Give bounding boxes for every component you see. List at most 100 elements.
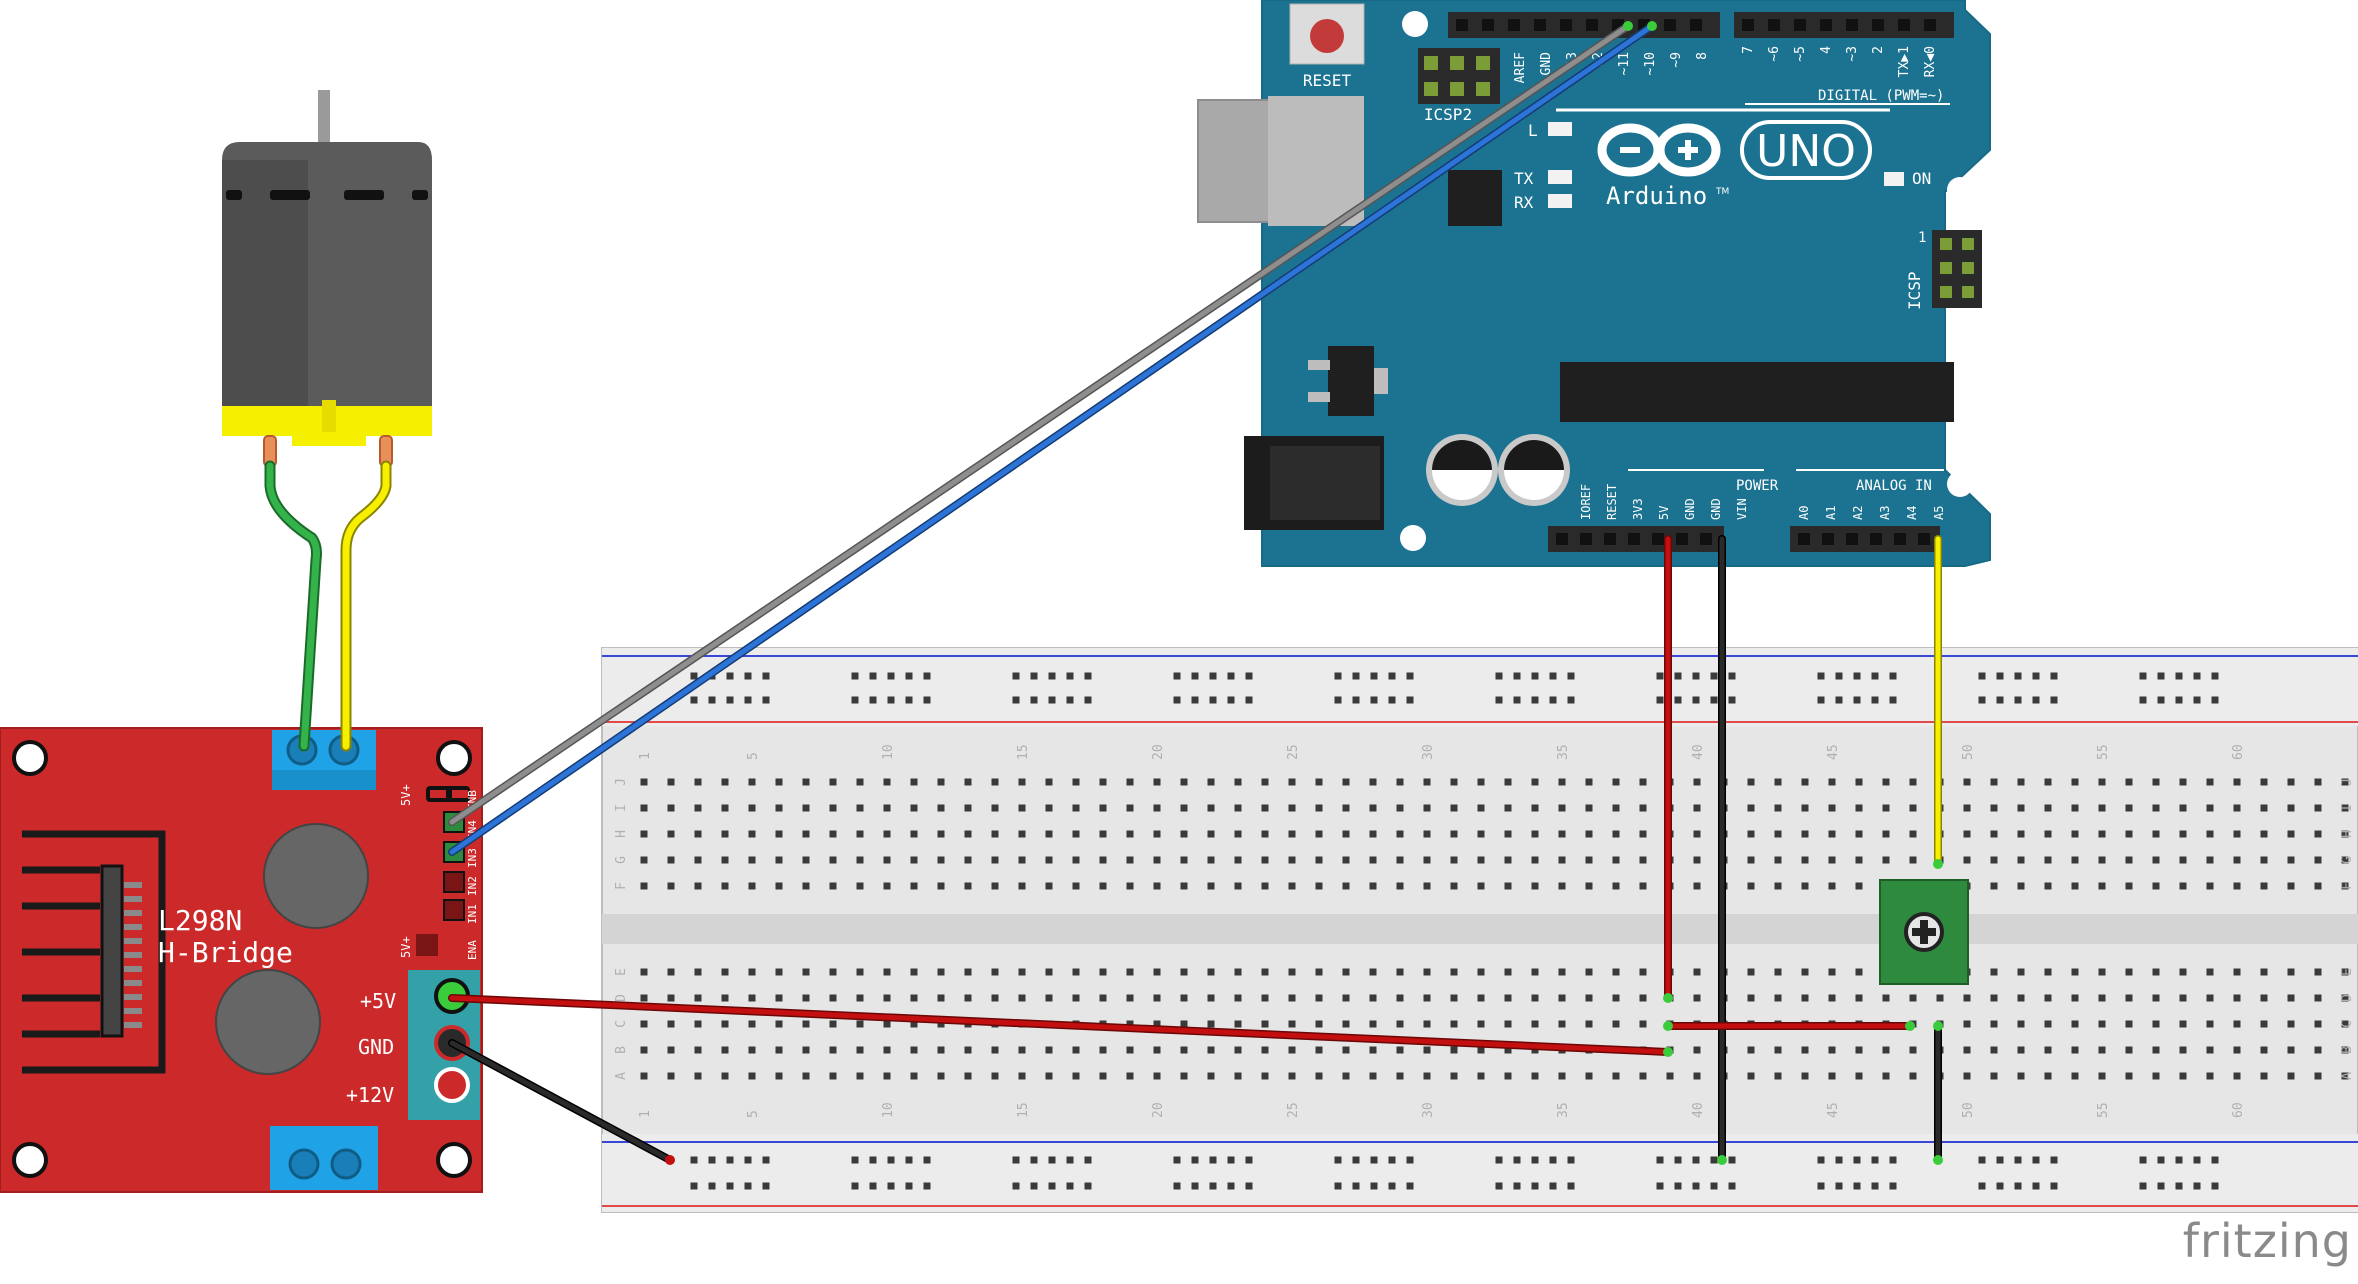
breadboard-hole — [964, 856, 972, 864]
breadboard-hole — [2287, 778, 2295, 786]
header-pin[interactable] — [1870, 533, 1882, 545]
analog-pin-label: A4 — [1905, 506, 1919, 520]
header-pin[interactable] — [1794, 19, 1806, 31]
breadboard-hole — [964, 1046, 972, 1054]
header-pin[interactable] — [1604, 533, 1616, 545]
breadboard-hole — [1990, 778, 1998, 786]
breadboard-hole — [1558, 1072, 1566, 1080]
breadboard-hole — [1531, 882, 1539, 890]
breadboard-hole — [2152, 994, 2160, 1002]
wire-gray-pin11-in3[interactable] — [449, 23, 1631, 825]
terminal-12v[interactable] — [434, 1067, 470, 1103]
breadboard-hole — [2125, 804, 2133, 812]
header-pin[interactable] — [1768, 19, 1780, 31]
breadboard-hole — [964, 804, 972, 812]
column-number: 5 — [746, 752, 761, 760]
breadboard-hole — [1342, 994, 1350, 1002]
analog-label: ANALOG IN — [1856, 478, 1932, 494]
breadboard-hole — [2157, 1156, 2165, 1164]
breadboard-hole — [856, 856, 864, 864]
motor-wire-green[interactable] — [266, 462, 320, 750]
wire-black-hbridge-gnd[interactable] — [449, 1040, 673, 1163]
header-pin[interactable] — [1872, 19, 1884, 31]
chip-pin — [124, 910, 142, 916]
header-pin[interactable] — [1534, 19, 1546, 31]
breadboard-hole — [1674, 1156, 1682, 1164]
breadboard-hole — [1369, 1046, 1377, 1054]
l298n-chip — [100, 864, 124, 1038]
header-pin[interactable] — [1628, 533, 1640, 545]
header-pin[interactable] — [1700, 533, 1712, 545]
breadboard-hole — [2050, 696, 2058, 704]
header-pin[interactable] — [1508, 19, 1520, 31]
breadboard-hole — [1801, 1072, 1809, 1080]
wire-blue-pin10-in4[interactable] — [449, 23, 1655, 855]
header-pin[interactable] — [1846, 533, 1858, 545]
breadboard-hole — [1045, 778, 1053, 786]
potentiometer[interactable] — [1879, 879, 1969, 985]
header-pin[interactable] — [1482, 19, 1494, 31]
breadboard-hole — [1855, 882, 1863, 890]
breadboard-hole — [667, 1020, 675, 1028]
breadboard-hole — [2287, 994, 2295, 1002]
breadboard-hole — [1018, 994, 1026, 1002]
breadboard-hole — [802, 968, 810, 976]
header-pin[interactable] — [1556, 533, 1568, 545]
breadboard-hole — [1048, 696, 1056, 704]
breadboard-hole — [2260, 994, 2268, 1002]
header-pin[interactable] — [1560, 19, 1572, 31]
control-pin[interactable] — [443, 899, 465, 921]
header-pin[interactable] — [1456, 19, 1468, 31]
breadboard-hole — [640, 856, 648, 864]
header-pin[interactable] — [1894, 533, 1906, 545]
header-pin[interactable] — [1822, 533, 1834, 545]
breadboard-hole — [2017, 1020, 2025, 1028]
header-pin[interactable] — [1742, 19, 1754, 31]
breadboard-hole — [910, 856, 918, 864]
header-pin[interactable] — [1586, 19, 1598, 31]
breadboard-hole — [694, 882, 702, 890]
analog-pin-label: A3 — [1878, 506, 1892, 520]
breadboard-hole — [1406, 1156, 1414, 1164]
header-pin[interactable] — [1690, 19, 1702, 31]
header-pin[interactable] — [1918, 533, 1930, 545]
control-pin[interactable] — [443, 871, 465, 893]
breadboard-hole — [1288, 1072, 1296, 1080]
row-letter: D — [2340, 994, 2355, 1002]
header-pin[interactable] — [1820, 19, 1832, 31]
header-pin[interactable] — [1898, 19, 1910, 31]
breadboard-hole — [721, 1046, 729, 1054]
breadboard-hole — [1504, 856, 1512, 864]
breadboard-hole — [1747, 856, 1755, 864]
header-pin[interactable] — [1798, 533, 1810, 545]
header-pin[interactable] — [1580, 533, 1592, 545]
breadboard-hole — [851, 1156, 859, 1164]
column-number: 60 — [2231, 1102, 2246, 1118]
breadboard-hole — [1990, 804, 1998, 812]
header-pin[interactable] — [1924, 19, 1936, 31]
column-number: 45 — [1826, 744, 1841, 760]
breadboard-hole — [1207, 856, 1215, 864]
breadboard-hole — [2206, 994, 2214, 1002]
reset-button-cap[interactable] — [1310, 19, 1344, 53]
header-pin[interactable] — [1652, 533, 1664, 545]
breadboard-hole — [887, 1182, 895, 1190]
breadboard-hole — [1334, 672, 1342, 680]
wire-red-hbridge-5v[interactable] — [449, 995, 1671, 1055]
breadboard-hole — [2206, 1046, 2214, 1054]
breadboard-hole — [2152, 1072, 2160, 1080]
header-pin[interactable] — [1846, 19, 1858, 31]
breadboard-hole — [1963, 830, 1971, 838]
breadboard-hole — [694, 994, 702, 1002]
motor-wire-yellow[interactable] — [342, 462, 390, 750]
breadboard-hole — [726, 696, 734, 704]
breadboard-hole — [775, 778, 783, 786]
header-pin[interactable] — [1676, 533, 1688, 545]
breadboard-hole — [1180, 1020, 1188, 1028]
breadboard-hole — [1234, 830, 1242, 838]
breadboard-hole — [1288, 1046, 1296, 1054]
breadboard-hole — [1072, 804, 1080, 812]
breadboard-hole — [2314, 830, 2322, 838]
breadboard-hole — [802, 804, 810, 812]
header-pin[interactable] — [1664, 19, 1676, 31]
